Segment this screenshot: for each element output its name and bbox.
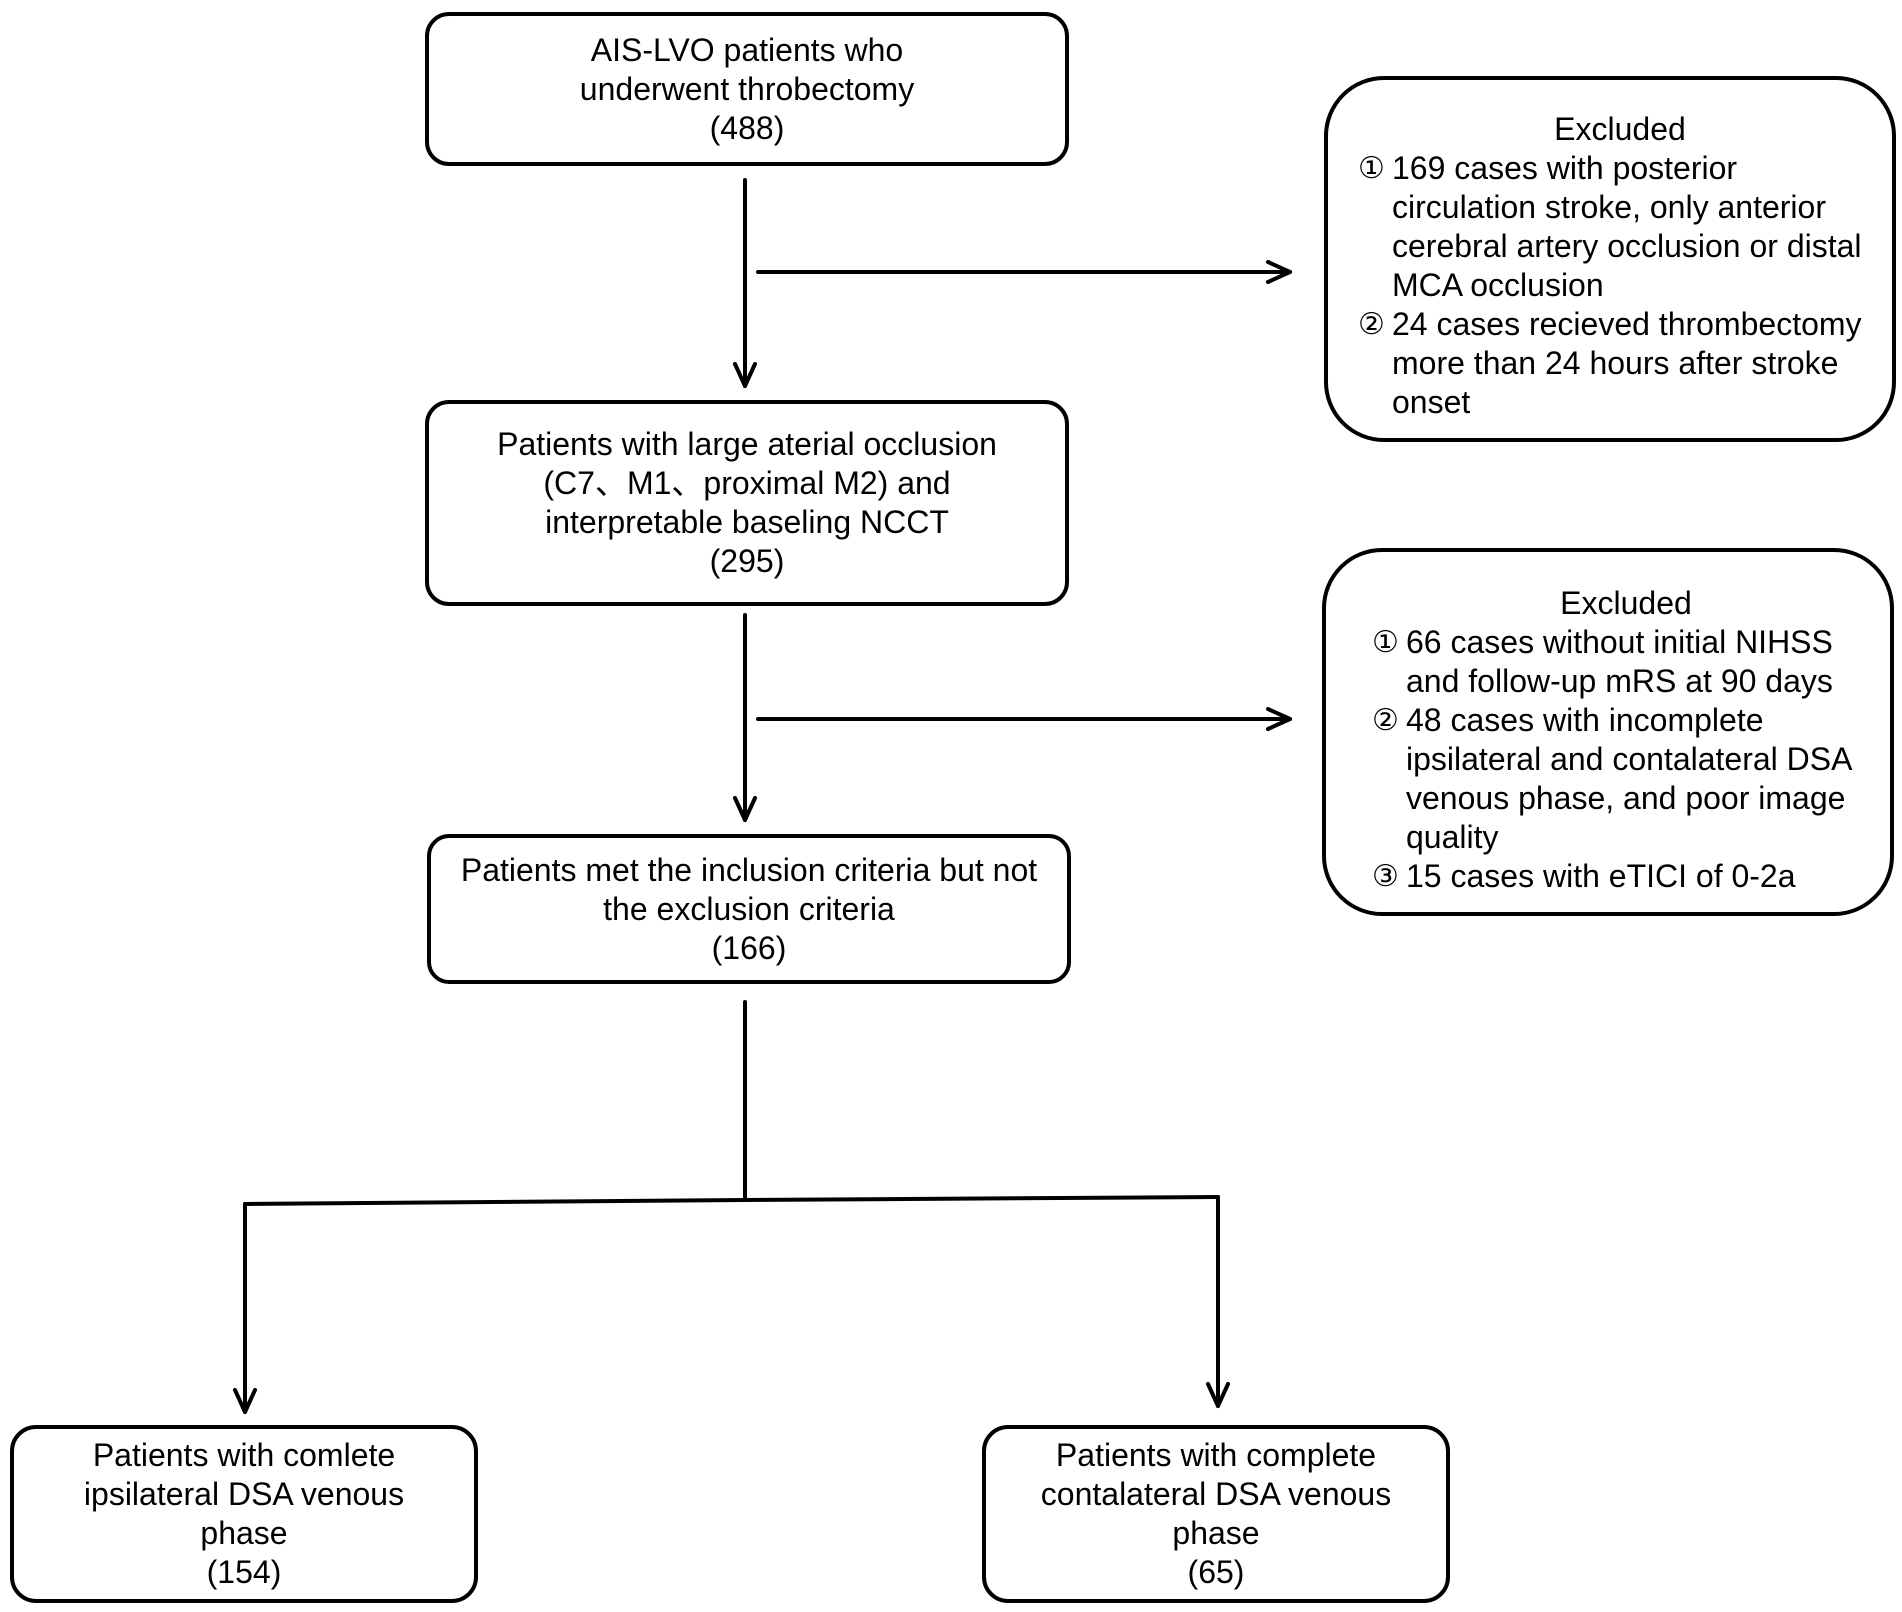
exclusion-item: ① 66 cases without initial NIHSS and fol… [1372,623,1880,701]
item-line: quality [1406,819,1499,855]
item-line: and follow-up mRS at 90 days [1406,663,1833,699]
box-line: Patients met the inclusion criteria but … [460,851,1038,888]
item-line: 169 cases with posterior [1392,150,1738,186]
item-line: venous phase, and poor image [1406,780,1846,816]
arrowhead-to-exclusion1 [1266,260,1292,284]
box-initial-patients: AIS-LVO patients who underwent throbecto… [425,12,1069,166]
arrowhead-second-to-third [733,796,757,822]
item-line: 66 cases without initial NIHSS [1406,624,1833,660]
box-count: (488) [709,109,785,146]
box-line: Patients with complete [1055,1437,1377,1473]
box-line: the exclusion criteria [603,890,895,927]
exclusion-header: Excluded [1560,585,1692,621]
box-line: underwent throbectomy [579,70,915,107]
exclusion-item: ② 24 cases recieved thrombectomy more th… [1358,305,1882,422]
box-count: (295) [709,543,785,579]
item-line: more than 24 hours after stroke [1392,345,1839,381]
exclusion-box-1: Excluded ① 169 cases with posterior circ… [1324,76,1896,442]
item-line: 48 cases with incomplete [1406,702,1764,738]
item-number: ① [1372,626,1399,659]
box-line: phase [200,1515,288,1551]
box-count: (65) [1187,1554,1245,1590]
item-line: 24 cases recieved thrombectomy [1392,306,1862,342]
exclusion-item: ② 48 cases with incomplete ipsilateral a… [1372,701,1880,857]
item-line: circulation stroke, only anterior [1392,189,1826,225]
box-line: interpretable baseling NCCT [545,504,949,540]
item-number: ① [1358,152,1385,185]
box-line: contalateral DSA venous [1040,1476,1392,1512]
item-line: MCA occlusion [1392,267,1604,303]
item-line: 15 cases with eTICI of 0-2a [1406,858,1796,894]
arrowhead-to-exclusion2 [1266,707,1292,731]
box-line: Patients with comlete [92,1437,396,1473]
exclusion-item: ① 169 cases with posterior circulation s… [1358,149,1882,305]
exclusion-box-2: Excluded ① 66 cases without initial NIHS… [1322,548,1894,916]
box-line: Patients with large aterial occlusion [497,426,997,462]
item-line: cerebral artery occlusion or distal [1392,228,1862,264]
arrowhead-to-bottom-right [1206,1382,1230,1408]
box-contralateral-group: Patients with complete contalateral DSA … [982,1425,1450,1603]
item-number: ② [1358,308,1385,341]
arrowhead-to-bottom-left [233,1388,257,1414]
branch-crossbar [243,1195,1220,1206]
arrowhead-top-to-second [733,362,757,388]
item-line: onset [1392,384,1471,420]
box-count: (166) [711,929,787,966]
box-line: AIS-LVO patients who [590,31,904,68]
item-number: ② [1372,704,1399,737]
exclusion-item: ③ 15 cases with eTICI of 0-2a [1372,857,1880,896]
box-line: phase [1172,1515,1260,1551]
box-ipsilateral-group: Patients with comlete ipsilateral DSA ve… [10,1425,478,1603]
box-line: ipsilateral DSA venous [83,1476,405,1512]
item-number: ③ [1372,860,1399,893]
box-count: (154) [206,1554,282,1590]
item-line: ipsilateral and contalateral DSA [1406,741,1853,777]
exclusion-header: Excluded [1554,111,1686,147]
box-line: (C7、M1、proximal M2) and [543,465,951,501]
box-large-occlusion: Patients with large aterial occlusion (C… [425,400,1069,606]
box-inclusion-criteria: Patients met the inclusion criteria but … [427,834,1071,984]
